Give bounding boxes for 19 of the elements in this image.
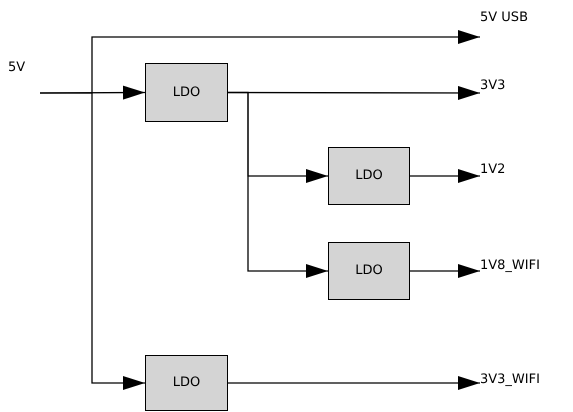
ldo-box: [145, 355, 228, 411]
signal-label: 1V2: [480, 162, 506, 178]
ldo-box: [328, 242, 410, 300]
box-label: LDO: [355, 263, 383, 279]
ldo-box: [145, 63, 228, 122]
ldo-box: [328, 147, 410, 205]
arrow: [40, 92, 145, 390]
signal-label: 5V: [8, 60, 26, 76]
signal-label: 3V3_WIFI: [480, 372, 540, 388]
signal-label: 3V3: [480, 78, 506, 94]
arrow: [410, 169, 480, 183]
signal-label: 5V USB: [480, 10, 528, 26]
arrow: [228, 376, 480, 390]
box-label: LDO: [355, 168, 383, 184]
signal-label: 1V8_WIFI: [480, 258, 540, 274]
arrow: [410, 264, 480, 278]
box-label: LDO: [172, 375, 200, 391]
arrow: [228, 92, 328, 278]
box-label: LDO: [172, 84, 200, 100]
